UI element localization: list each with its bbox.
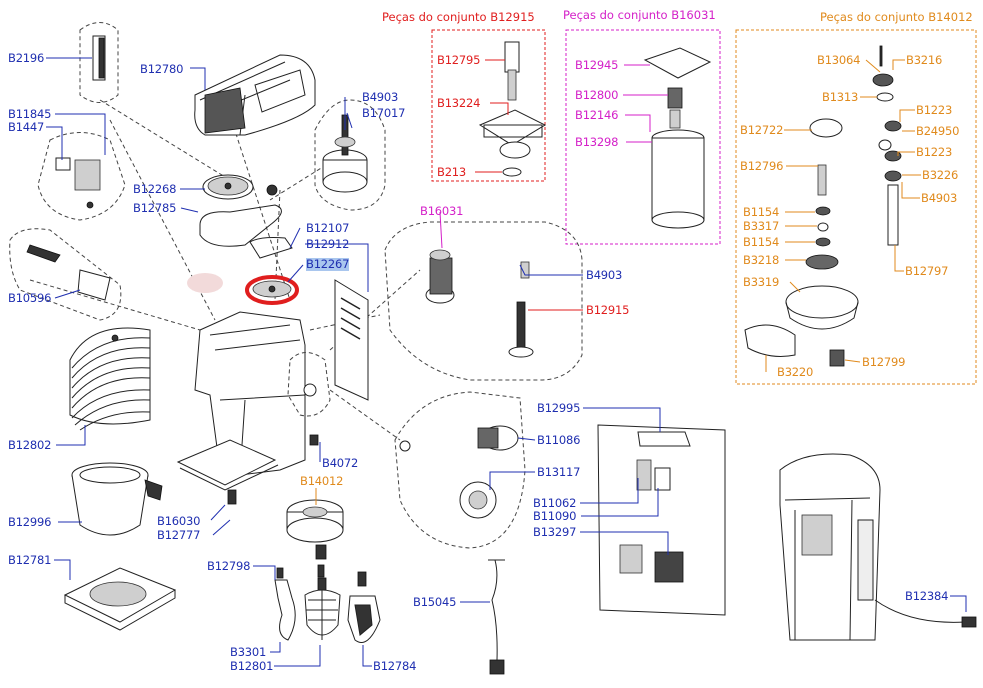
label-b1223-b[interactable]: B1223 — [916, 145, 953, 159]
group-frame-b14012 — [735, 29, 977, 385]
label-b17017[interactable]: B17017 — [362, 106, 406, 120]
leader-lines-magenta — [439, 64, 668, 249]
label-b14012[interactable]: B14012 — [300, 474, 344, 488]
label-b12801[interactable]: B12801 — [230, 659, 274, 673]
label-b15045[interactable]: B15045 — [413, 595, 457, 609]
label-b10596[interactable]: B10596 — [8, 291, 52, 305]
label-b13297[interactable]: B13297 — [533, 525, 577, 539]
group-frame-b16031 — [565, 29, 721, 245]
label-b12795[interactable]: B12795 — [437, 53, 481, 67]
label-b3226[interactable]: B3226 — [922, 168, 959, 182]
leader-lines-orange — [315, 59, 921, 505]
label-b3317[interactable]: B3317 — [743, 219, 780, 233]
label-b1447[interactable]: B1447 — [8, 120, 45, 134]
label-b12146[interactable]: B12146 — [575, 108, 619, 122]
label-b12798[interactable]: B12798 — [207, 559, 251, 573]
label-b12945[interactable]: B12945 — [575, 58, 619, 72]
label-b4903-top[interactable]: B4903 — [362, 90, 399, 104]
label-b12722[interactable]: B12722 — [740, 123, 784, 137]
label-b13117[interactable]: B13117 — [537, 465, 581, 479]
label-b1313[interactable]: B1313 — [822, 90, 859, 104]
part-b15045-cable — [488, 559, 505, 675]
label-b1223-a[interactable]: B1223 — [916, 103, 953, 117]
part-b12781-base-tray — [63, 567, 177, 631]
part-b14012-planetary — [286, 499, 344, 578]
label-b213[interactable]: B213 — [437, 165, 467, 179]
part-b12802-guard — [69, 327, 151, 431]
part-b3301-hook — [274, 567, 296, 641]
part-side-callout — [287, 352, 331, 446]
group-b16031-parts — [643, 47, 712, 229]
label-b12912[interactable]: B12912 — [306, 237, 350, 251]
part-b10596 — [9, 228, 122, 321]
label-b12268[interactable]: B12268 — [133, 182, 177, 196]
part-b12267-pulley-highlighted — [187, 273, 299, 305]
label-b3218[interactable]: B3218 — [743, 253, 780, 267]
leader-lines-red — [475, 59, 583, 311]
label-b12996[interactable]: B12996 — [8, 515, 52, 529]
label-b3220[interactable]: B3220 — [777, 365, 814, 379]
part-b12268-pulley — [202, 174, 278, 200]
label-b12781[interactable]: B12781 — [8, 553, 52, 567]
label-b1154-b[interactable]: B1154 — [743, 235, 780, 249]
label-b13064[interactable]: B13064 — [817, 53, 861, 67]
part-control-box — [597, 424, 726, 616]
label-b12107[interactable]: B12107 — [306, 221, 350, 235]
label-b4072[interactable]: B4072 — [322, 456, 359, 470]
label-b12800[interactable]: B12800 — [575, 88, 619, 102]
part-b11845-switch — [37, 132, 126, 221]
label-b12384[interactable]: B12384 — [905, 589, 949, 603]
group-title-b16031: Peças do conjunto B16031 — [563, 8, 716, 22]
label-b24950[interactable]: B24950 — [916, 124, 960, 138]
group-b14012-parts — [744, 45, 902, 367]
label-b12802[interactable]: B12802 — [8, 438, 52, 452]
part-b12785-belt — [199, 204, 282, 247]
label-b12267-highlighted[interactable]: B12267 — [306, 257, 350, 271]
label-b12796[interactable]: B12796 — [740, 159, 784, 173]
label-b1154-a[interactable]: B1154 — [743, 205, 780, 219]
leader-lines-blue — [46, 57, 967, 667]
part-b4903-motor-detail — [314, 99, 386, 211]
label-b16030[interactable]: B16030 — [157, 514, 201, 528]
label-b11845[interactable]: B11845 — [8, 107, 52, 121]
part-b2196 — [79, 22, 119, 103]
part-complete-mixer — [779, 453, 977, 641]
part-b12780-top-cover — [194, 54, 316, 136]
label-b11062[interactable]: B11062 — [533, 496, 577, 510]
label-b12785[interactable]: B12785 — [133, 201, 177, 215]
label-b12777[interactable]: B12777 — [157, 528, 201, 542]
part-main-body — [176, 311, 306, 505]
label-b16031[interactable]: B16031 — [420, 204, 464, 218]
part-attachment-callout — [394, 391, 526, 549]
part-b12801-whisk — [304, 577, 341, 640]
label-b11086[interactable]: B11086 — [537, 433, 581, 447]
label-b13298[interactable]: B13298 — [575, 135, 619, 149]
group-title-b12915: Peças do conjunto B12915 — [382, 10, 535, 24]
part-b12784-beater — [347, 571, 381, 643]
label-b3319[interactable]: B3319 — [743, 275, 780, 289]
label-b12797[interactable]: B12797 — [905, 264, 949, 278]
label-b4903-mid[interactable]: B4903 — [586, 268, 623, 282]
label-b11090[interactable]: B11090 — [533, 509, 577, 523]
group-title-b14012: Peças do conjunto B14012 — [820, 10, 973, 24]
label-b3301[interactable]: B3301 — [230, 645, 267, 659]
label-b12799[interactable]: B12799 — [862, 355, 906, 369]
label-b4903-r[interactable]: B4903 — [921, 191, 958, 205]
label-b2196[interactable]: B2196 — [8, 51, 45, 65]
part-b12912-vent-panel — [334, 279, 369, 401]
label-b12784[interactable]: B12784 — [373, 659, 417, 673]
part-motor-assembly-callout — [384, 221, 583, 381]
label-b3216[interactable]: B3216 — [906, 53, 943, 67]
label-b12995[interactable]: B12995 — [537, 401, 581, 415]
label-b13224[interactable]: B13224 — [437, 96, 481, 110]
label-b12780[interactable]: B12780 — [140, 62, 184, 76]
group-frame-b12915 — [431, 29, 546, 182]
part-b12996-bowl — [71, 462, 163, 536]
label-b12915[interactable]: B12915 — [586, 303, 630, 317]
group-b12915-parts — [478, 41, 547, 177]
